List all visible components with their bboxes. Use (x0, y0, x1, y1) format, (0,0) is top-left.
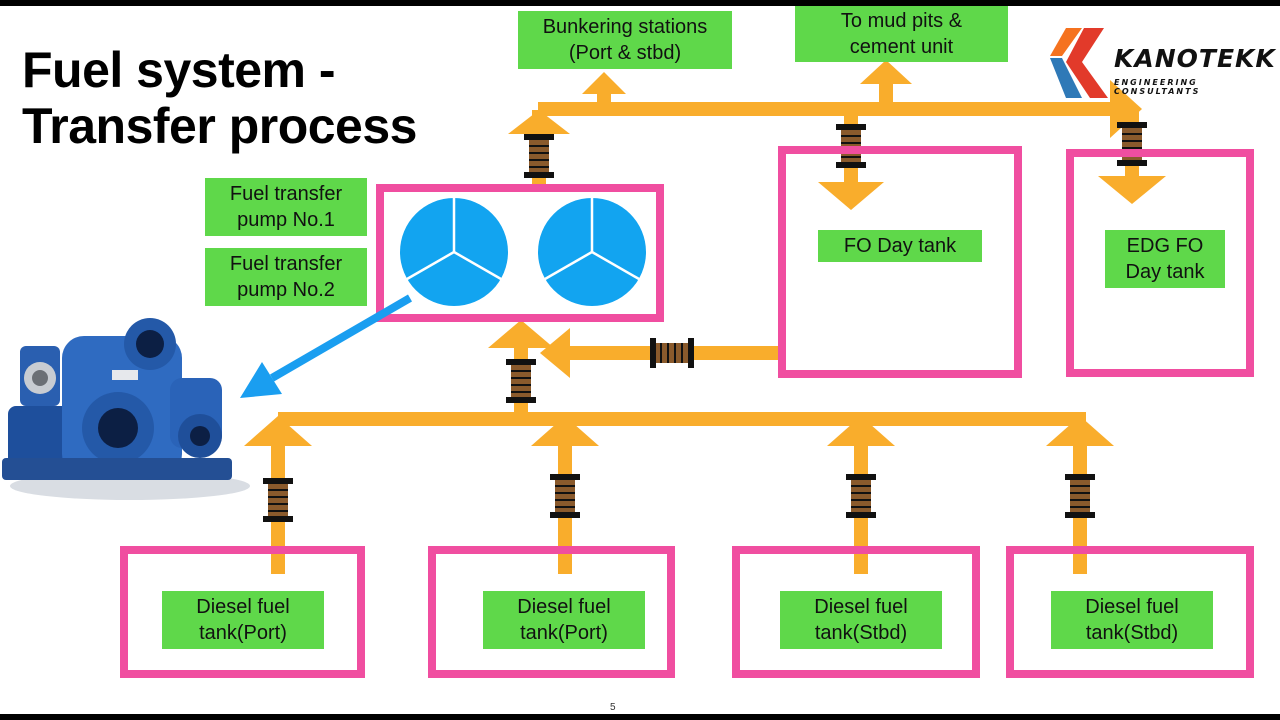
mud-pits-line-1: To mud pits & (840, 10, 963, 32)
arrow-pump-discharge (508, 110, 570, 134)
arrow-up-bunkering (582, 72, 626, 94)
tank-4-line-2: tank(Stbd) (1085, 622, 1179, 644)
top-header-pipe (538, 102, 1118, 116)
valve-tank-2 (550, 474, 580, 518)
tank-3-line-1: Diesel fuel (814, 596, 908, 618)
arrow-pump-suction (488, 320, 554, 348)
arrow-riser-tank-2 (531, 416, 599, 446)
bunkering-line-2: (Port & stbd) (568, 42, 682, 64)
fo-day-tank-box (778, 146, 1022, 378)
diesel-tank-2-label: Diesel fuel tank(Port) (483, 591, 645, 649)
edg-fo-day-tank-label: EDG FO Day tank (1105, 230, 1225, 288)
logo-name: KANOTEKK (1114, 44, 1276, 73)
pump-1-line-2: pump No.1 (237, 209, 335, 231)
pipe-up-mud-pits (879, 80, 893, 104)
bottom-header-pipe (278, 412, 1086, 426)
mud-pits-label: To mud pits & cement unit (795, 6, 1008, 62)
tank-2-line-1: Diesel fuel (517, 596, 611, 618)
mud-pits-line-2: cement unit (849, 36, 954, 58)
arrow-riser-tank-1 (244, 416, 312, 446)
tank-1-line-1: Diesel fuel (196, 596, 290, 618)
pointer-arrow (240, 294, 413, 398)
valve-pump-suction (506, 359, 536, 403)
slide: Fuel system - Transfer process (0, 6, 1280, 714)
arrow-up-mud-pits (860, 60, 912, 84)
tank-1-line-2: tank(Port) (199, 622, 287, 644)
pump-2-line-2: pump No.2 (237, 279, 335, 301)
diesel-tank-3-label: Diesel fuel tank(Stbd) (780, 591, 942, 649)
diesel-tank-4-box (1006, 546, 1254, 678)
bunkering-line-1: Bunkering stations (542, 16, 708, 38)
diesel-tank-2-box (428, 546, 675, 678)
arrow-return-fo (540, 328, 570, 378)
page-number: 5 (610, 702, 616, 713)
arrow-into-edg-day-tank (1098, 176, 1166, 204)
edg-line-2: Day tank (1125, 261, 1205, 283)
logo-tagline: ENGINEERING CONSULTANTS (1114, 78, 1201, 96)
fo-day-tank-label: FO Day tank (818, 230, 982, 262)
edg-line-1: EDG FO (1126, 235, 1204, 257)
pump-2-label: Fuel transfer pump No.2 (205, 248, 367, 306)
pump-1-symbol (400, 198, 508, 306)
arrow-into-fo-day-tank (818, 182, 884, 210)
valve-return-fo (650, 338, 694, 368)
edg-fo-day-tank-box (1066, 149, 1254, 377)
bunkering-stations-label: Bunkering stations (Port & stbd) (518, 11, 732, 69)
valve-tank-4 (1065, 474, 1095, 518)
pump-1-line-1: Fuel transfer (229, 183, 343, 205)
diagram-canvas (2, 60, 1166, 574)
tank-3-line-2: tank(Stbd) (814, 622, 908, 644)
fo-day-tank-text: FO Day tank (843, 235, 957, 257)
valve-tank-1 (263, 478, 293, 522)
arrow-riser-tank-3 (827, 416, 895, 446)
diesel-tank-4-label: Diesel fuel tank(Stbd) (1051, 591, 1213, 649)
slide-title: Fuel system - Transfer process (22, 42, 417, 154)
diesel-tank-3-box (732, 546, 980, 678)
arrow-riser-tank-4 (1046, 416, 1114, 446)
title-line-1: Fuel system - (22, 42, 336, 98)
valve-tank-3 (846, 474, 876, 518)
pump-2-line-1: Fuel transfer (229, 253, 343, 275)
gear-pump-illustration (2, 318, 250, 500)
title-line-2: Transfer process (22, 98, 417, 154)
valve-pump-discharge (524, 134, 554, 178)
tank-4-line-1: Diesel fuel (1085, 596, 1179, 618)
pump-2-symbol (538, 198, 646, 306)
diesel-tank-1-box (120, 546, 365, 678)
pump-1-label: Fuel transfer pump No.1 (205, 178, 367, 236)
diesel-tank-1-label: Diesel fuel tank(Port) (162, 591, 324, 649)
tank-2-line-2: tank(Port) (520, 622, 608, 644)
